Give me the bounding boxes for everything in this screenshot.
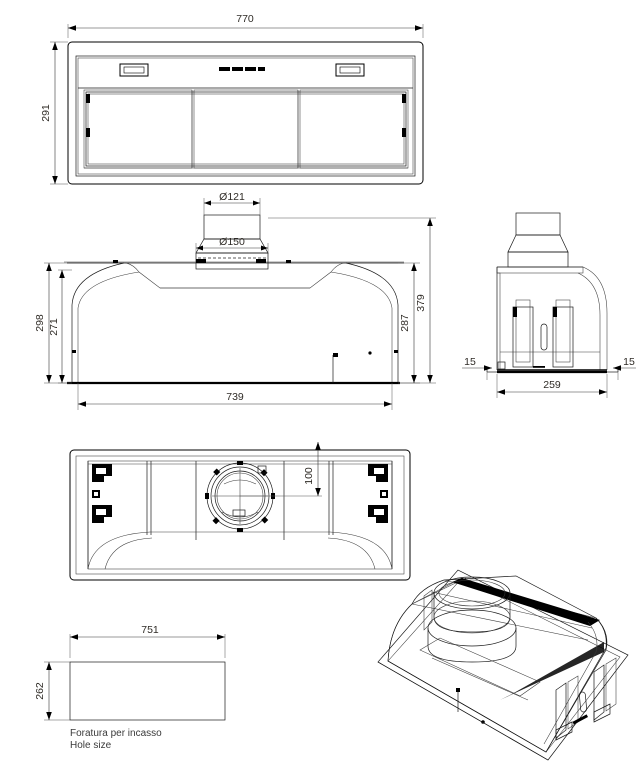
- dimension-label-side-width: 259: [543, 379, 561, 391]
- dimension-259: 259: [496, 374, 608, 398]
- mounting-bracket-left-bottom: [92, 505, 112, 523]
- dimension-label-front-right-outer: 379: [415, 294, 427, 312]
- mounting-bracket-right-bottom: [368, 505, 388, 523]
- dimension-379: 379: [268, 217, 436, 384]
- mounting-bracket-right-top: [368, 464, 388, 482]
- hole-size-label-italian: Foratura per incasso: [70, 728, 162, 739]
- dimension-751: 751: [69, 624, 226, 658]
- dimension-287: 287: [398, 262, 420, 384]
- top-view: 770 291: [40, 13, 424, 185]
- dimension-100: 100: [240, 442, 322, 497]
- duct-collar-plan: [205, 461, 275, 532]
- dimension-label-front-right-inner: 287: [399, 314, 411, 332]
- mounting-bracket-left-top: [92, 464, 112, 482]
- dimension-15-left: 15: [462, 356, 492, 380]
- isometric-view: [377, 569, 629, 761]
- dimension-label-side-lip-left: 15: [464, 356, 476, 368]
- dimension-label-duct-upper: Ø121: [219, 191, 245, 203]
- dimension-262: 262: [34, 661, 70, 721]
- duct-3d: [419, 576, 541, 701]
- dimension-label-hole-width: 751: [141, 624, 159, 636]
- hole-size-label-english: Hole size: [70, 740, 112, 751]
- dimension-label-hole-height: 262: [34, 682, 46, 700]
- side-view: 15 15 259: [462, 212, 636, 398]
- dimension-label-duct-lower: Ø150: [219, 236, 245, 248]
- dimension-298: 298: [34, 262, 67, 384]
- dimension-label-top-width: 770: [236, 13, 254, 25]
- dimension-label-plan-duct-offset: 100: [303, 467, 315, 485]
- isometric-brackets: [555, 657, 617, 741]
- dimension-770: 770: [67, 13, 424, 38]
- dimension-label-side-lip-right: 15: [623, 356, 635, 368]
- dimension-291: 291: [40, 41, 68, 185]
- front-view: Ø121 Ø150: [34, 191, 436, 410]
- dimension-label-front-outer-height: 298: [34, 314, 46, 332]
- dimension-15-right: 15: [613, 356, 636, 380]
- dimension-diameter-121: Ø121: [203, 191, 261, 215]
- dimension-label-front-inner-height: 271: [48, 318, 60, 336]
- dimension-label-top-height: 291: [40, 104, 52, 122]
- dimension-739: 739: [77, 383, 393, 410]
- bottom-plan-view: 100: [69, 442, 411, 581]
- dimension-label-front-body-width: 739: [226, 391, 244, 403]
- dimension-271: 271: [48, 269, 72, 384]
- dimension-diameter-150: Ø150: [195, 236, 269, 253]
- hole-size-view: 751 262 Foratura per incasso Hole size: [34, 624, 226, 751]
